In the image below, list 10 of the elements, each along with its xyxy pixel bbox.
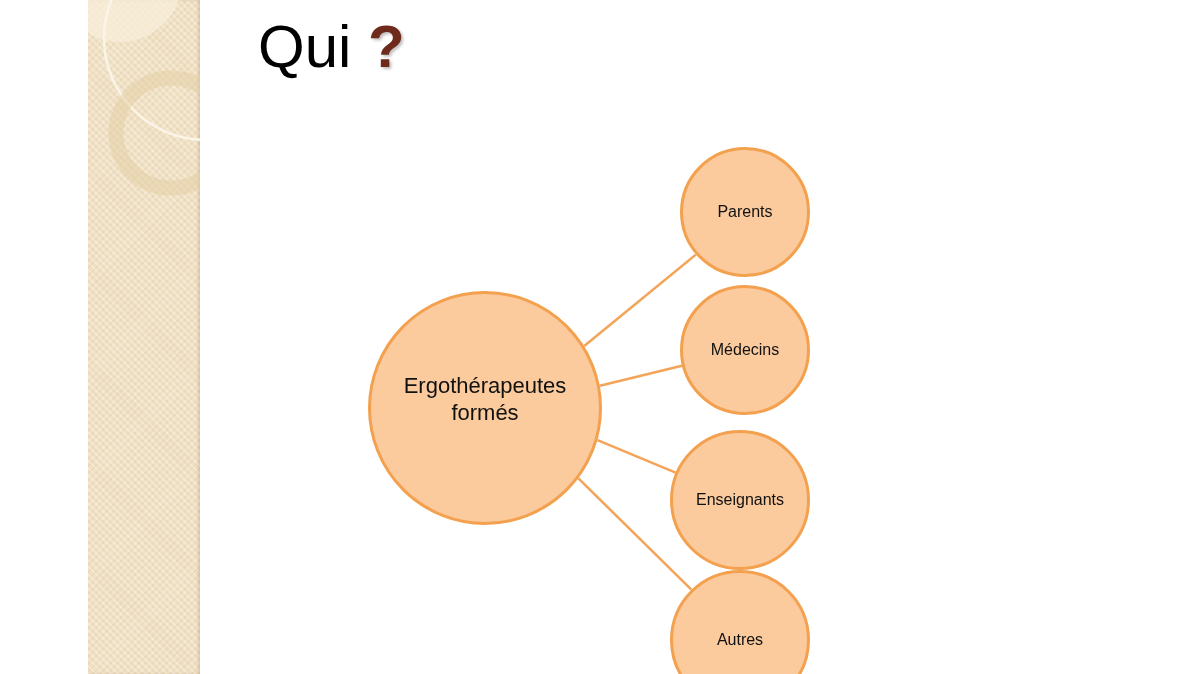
connector-line [577, 477, 693, 591]
connector-line [583, 253, 697, 347]
node-label: Enseignants [695, 490, 785, 510]
node-label: Ergothérapeutes formés [402, 371, 568, 427]
connector-line [599, 364, 683, 387]
node-label: Autres [716, 630, 764, 650]
slide-title: Qui ? [258, 14, 405, 80]
node-label: Médecins [710, 340, 780, 360]
node-label: Parents [717, 202, 773, 222]
connector-line [597, 439, 677, 474]
